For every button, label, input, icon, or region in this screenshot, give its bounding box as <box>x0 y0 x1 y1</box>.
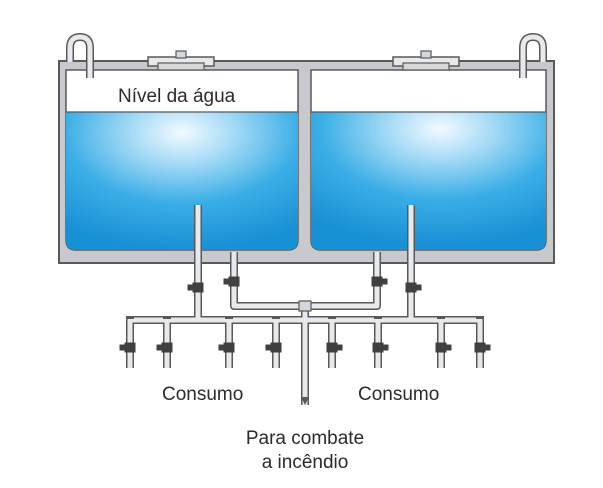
manhole-hatch-icon <box>392 50 460 71</box>
valve-icon <box>435 342 452 353</box>
valve-icon <box>119 342 136 353</box>
valve-icon <box>405 282 422 293</box>
fire-line-arrow-icon <box>301 397 309 405</box>
left-water <box>66 112 298 250</box>
valve-icon <box>372 342 389 353</box>
water-level-label: Nível da água <box>118 86 236 107</box>
valve-icon <box>371 276 388 287</box>
overflow-vent-icon <box>66 32 94 78</box>
manhole-hatch-icon <box>147 50 215 71</box>
right-compartment <box>310 69 547 251</box>
valve-icon <box>223 276 240 287</box>
consumption-label-left: Consumo <box>162 384 243 405</box>
tee-fitting <box>298 300 312 312</box>
valve-icon <box>326 342 343 353</box>
valve-icon <box>187 282 204 293</box>
fire-fighting-label-line2: a incêndio <box>262 452 349 473</box>
overflow-vent-icon <box>519 32 547 78</box>
left-compartment <box>65 69 299 251</box>
pipe-joints <box>126 316 484 319</box>
valve-icon <box>474 342 491 353</box>
consumption-label-right: Consumo <box>358 384 439 405</box>
valve-icon <box>156 342 173 353</box>
valves <box>119 276 491 353</box>
valve-icon <box>218 342 235 353</box>
fire-fighting-label-line1: Para combate <box>246 428 364 449</box>
right-water <box>311 112 546 250</box>
valve-icon <box>265 342 282 353</box>
